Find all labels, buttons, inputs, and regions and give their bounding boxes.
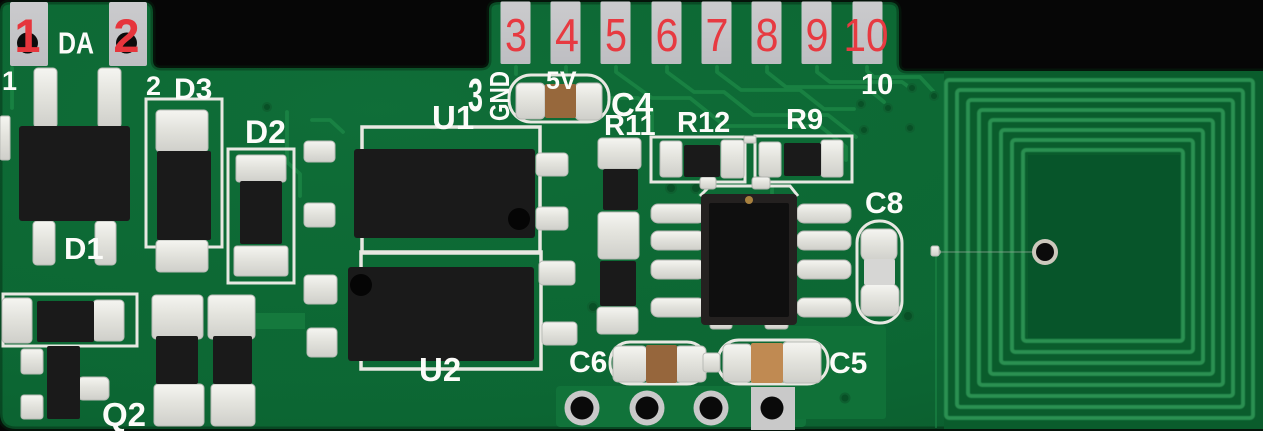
- svg-text:D3: D3: [174, 73, 212, 106]
- svg-text:GND: GND: [484, 71, 515, 121]
- svg-text:Q2: Q2: [102, 396, 146, 431]
- svg-text:6: 6: [656, 9, 679, 61]
- svg-text:10: 10: [861, 69, 893, 101]
- svg-text:R11: R11: [604, 110, 656, 142]
- svg-text:3: 3: [468, 69, 483, 121]
- svg-text:DA: DA: [58, 26, 94, 61]
- svg-text:4: 4: [555, 9, 579, 61]
- svg-text:9: 9: [806, 9, 829, 61]
- svg-text:D1: D1: [64, 231, 104, 266]
- svg-text:8: 8: [756, 9, 779, 61]
- svg-text:7: 7: [706, 9, 729, 61]
- svg-text:1: 1: [2, 66, 17, 96]
- svg-text:10: 10: [844, 9, 889, 61]
- svg-text:3: 3: [505, 9, 527, 61]
- svg-text:U1: U1: [432, 99, 474, 136]
- svg-text:R9: R9: [786, 104, 823, 136]
- svg-text:2: 2: [146, 71, 161, 101]
- svg-text:D2: D2: [245, 114, 286, 150]
- svg-text:5: 5: [605, 9, 627, 61]
- svg-text:C6: C6: [569, 346, 607, 379]
- svg-text:C8: C8: [865, 187, 903, 220]
- svg-text:2: 2: [113, 9, 139, 62]
- svg-text:5V: 5V: [546, 67, 577, 95]
- svg-text:C4: C4: [611, 86, 654, 123]
- svg-text:U2: U2: [419, 351, 461, 388]
- svg-text:1: 1: [14, 9, 40, 62]
- svg-text:R12: R12: [677, 107, 730, 139]
- svg-text:C5: C5: [829, 347, 867, 380]
